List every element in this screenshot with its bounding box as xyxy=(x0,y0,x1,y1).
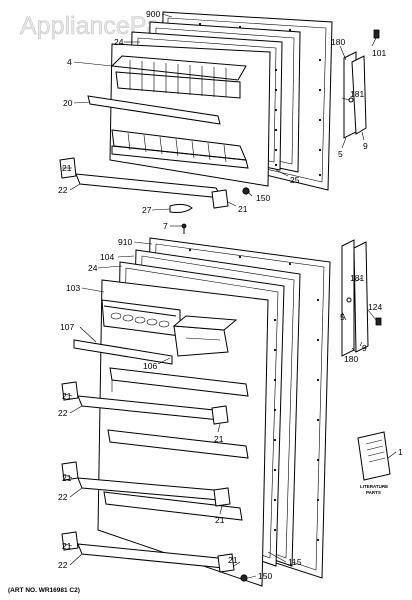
freezer-rail-cap-right xyxy=(211,189,229,209)
fresh-food-screw xyxy=(240,574,248,582)
fresh-food-shelf-2 xyxy=(107,429,249,459)
callout-4: 4 xyxy=(67,57,72,67)
callout-21: 21 xyxy=(62,391,72,401)
callout-104: 104 xyxy=(100,252,114,262)
literature-label-line1: LITERATURE xyxy=(360,484,388,489)
callout-107: 107 xyxy=(60,322,74,332)
callout-150: 150 xyxy=(256,193,270,203)
door-stop-cam xyxy=(169,203,193,213)
callout-106: 106 xyxy=(143,361,157,371)
callout-7: 7 xyxy=(163,221,168,231)
fresh-food-door-assembly: LITERATURE PARTS xyxy=(61,237,391,587)
callout-124: 124 xyxy=(368,302,382,312)
callout-9: 9 xyxy=(363,141,368,151)
rail-cap-left-2 xyxy=(61,461,79,481)
callout-101: 101 xyxy=(372,48,386,58)
callout-20: 20 xyxy=(63,98,73,108)
callout-181: 181 xyxy=(350,273,364,283)
callout-27: 27 xyxy=(142,205,152,215)
fresh-food-hinge-handle xyxy=(341,239,382,357)
callout-24: 24 xyxy=(114,37,124,47)
freezer-door-rail xyxy=(75,173,223,199)
callout-103: 103 xyxy=(66,283,80,293)
art-number: (ART NO. WR16981 C2) xyxy=(8,587,80,594)
fresh-food-gasket-dots xyxy=(188,248,320,542)
freezer-hinge-handle xyxy=(343,29,380,139)
rail-cap-right-3 xyxy=(217,553,235,573)
freezer-door-assembly xyxy=(59,11,380,234)
callout-22: 22 xyxy=(58,560,68,570)
callout-21: 21 xyxy=(214,434,224,444)
freezer-screw xyxy=(242,187,250,195)
callout-21: 21 xyxy=(215,515,225,525)
callout-22: 22 xyxy=(58,408,68,418)
fresh-food-shelf-3 xyxy=(103,491,243,521)
literature-booklet: LITERATURE PARTS xyxy=(357,431,391,495)
callout-24: 24 xyxy=(88,263,98,273)
callout-115: 115 xyxy=(288,557,302,567)
callout-1: 1 xyxy=(398,447,403,457)
callout-21: 21 xyxy=(62,541,72,551)
rail-cap-right-1 xyxy=(211,405,229,425)
callout-900: 900 xyxy=(146,9,160,19)
callout-25: 25 xyxy=(290,175,300,185)
callout-21: 21 xyxy=(62,473,72,483)
callout-181: 181 xyxy=(350,89,364,99)
door-screw-small xyxy=(181,223,187,229)
rail-cap-right-2 xyxy=(213,487,231,507)
callout-21: 21 xyxy=(238,204,248,214)
freezer-lower-shelf xyxy=(111,129,249,169)
rail-cap-left-3 xyxy=(61,531,79,551)
callout-180: 180 xyxy=(331,37,345,47)
dairy-bin xyxy=(172,315,238,357)
callout-22: 22 xyxy=(58,185,68,195)
callout-5: 5 xyxy=(340,312,345,322)
fresh-food-shelf-1 xyxy=(109,367,249,397)
rail-cap-left-1 xyxy=(61,381,79,401)
freezer-gasket-dots xyxy=(198,22,322,177)
callout-labels: 900 24 4 20 180 101 181 5 9 25 21 22 150… xyxy=(58,9,403,581)
fresh-food-door-bar xyxy=(73,339,173,365)
callout-21: 21 xyxy=(62,163,72,173)
callout-910: 910 xyxy=(118,237,132,247)
callout-21: 21 xyxy=(228,555,238,565)
callout-180: 180 xyxy=(344,354,358,364)
callout-22: 22 xyxy=(58,492,68,502)
freezer-shelf-rack xyxy=(110,55,247,99)
callout-5: 5 xyxy=(338,149,343,159)
callout-150: 150 xyxy=(258,571,272,581)
leader-lines xyxy=(62,13,397,579)
callout-9: 9 xyxy=(362,343,367,353)
literature-label-line2: PARTS xyxy=(366,490,381,495)
freezer-door-bar xyxy=(87,95,221,125)
